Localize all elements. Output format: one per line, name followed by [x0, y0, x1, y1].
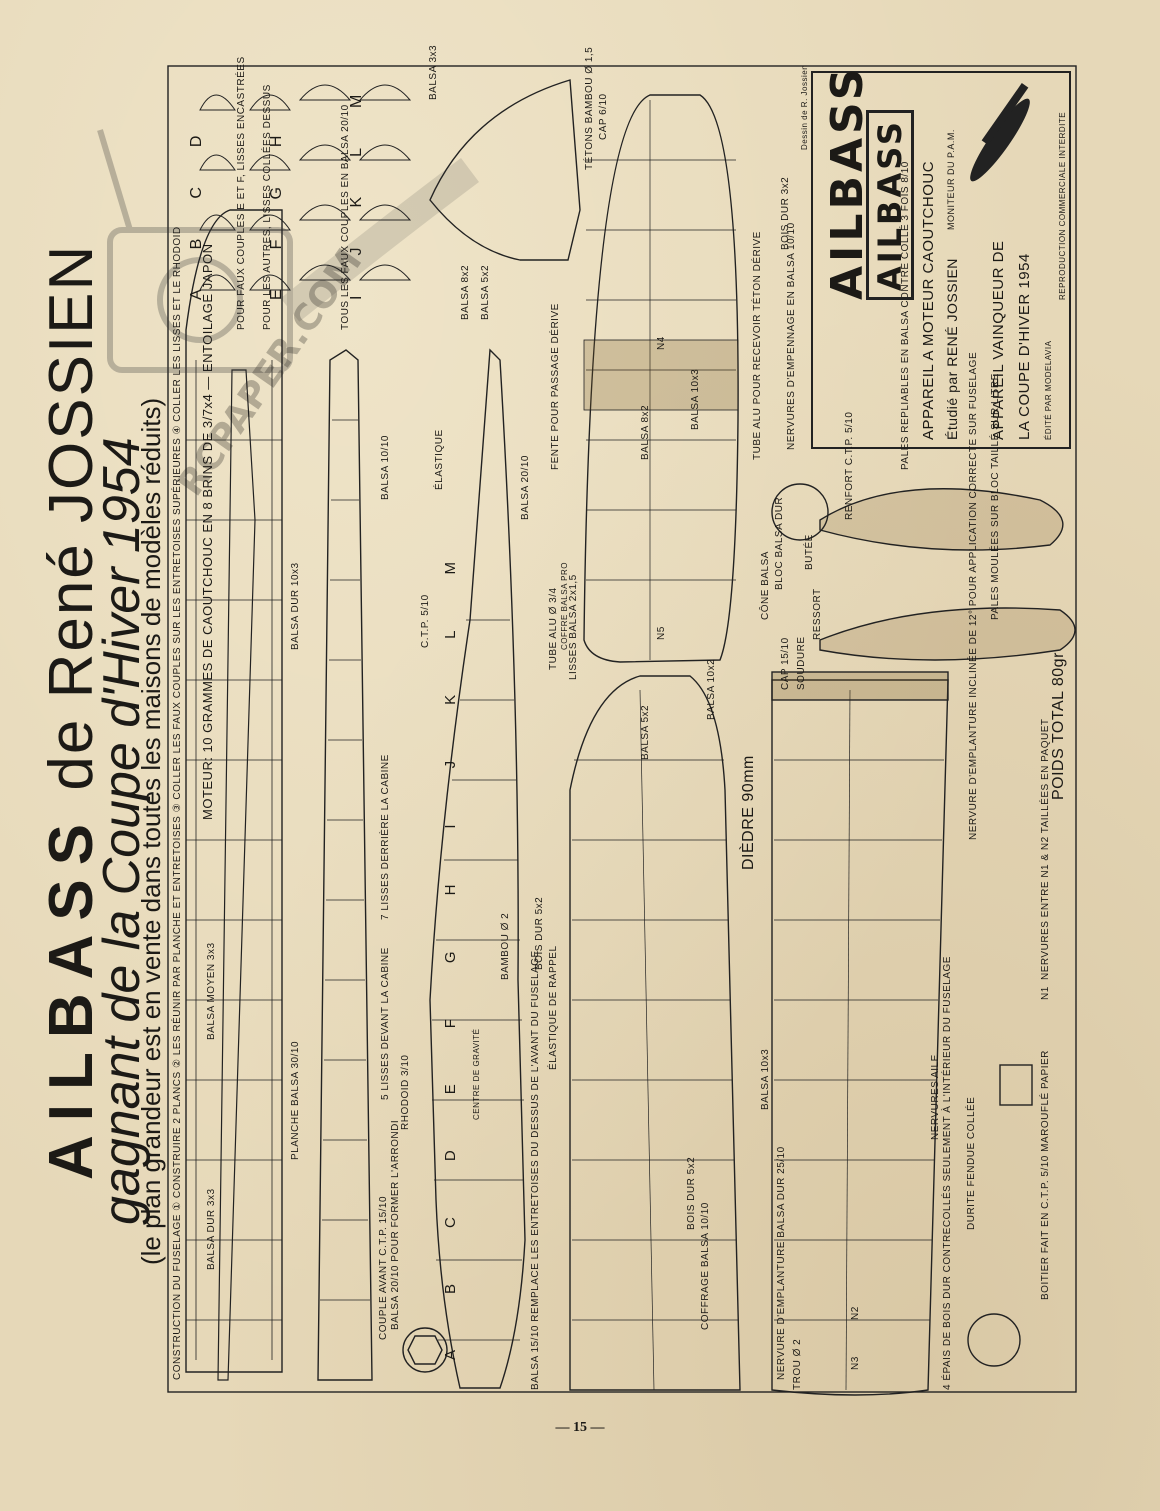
formers-group: [199, 84, 412, 291]
label-balsa-15-10: BALSA 15/10 REMPLACE LES ENTRETOISES DU …: [530, 950, 541, 1390]
label-n3: N3: [850, 1356, 861, 1370]
label-n4: N4: [656, 336, 667, 350]
label-balsa-10x2: BALSA 10x2: [706, 658, 717, 720]
fuselage-side-2: [317, 349, 373, 1381]
label-lisses-balsa: LISSES BALSA 2x1,5: [568, 574, 579, 680]
title-box-line4: LA COUPE D'HIVER 1954: [1016, 253, 1033, 440]
label-poids: POIDS TOTAL 80gr: [1050, 652, 1067, 800]
label-coffre-balsa: COFFRE BALSA PRO: [560, 561, 569, 650]
title-box-line2: Étudié par RENÉ JOSSIEN: [944, 258, 960, 440]
title-box-edition: ÉDITÉ PAR MODELAVIA: [1044, 340, 1053, 440]
label-lisses-devant: 5 LISSES DEVANT LA CABINE: [380, 947, 391, 1100]
label-balsa-8x2-stab: BALSA 8x2: [640, 404, 651, 460]
label-elastique-rappel: ÉLASTIQUE DE RAPPEL: [548, 945, 559, 1070]
title-box-line1: APPAREIL A MOTEUR CAOUTCHOUC: [920, 160, 937, 440]
label-nervures-emp: NERVURES D'EMPENNAGE EN BALSA 10/10: [786, 222, 797, 450]
label-nervure-emp: NERVURE D'EMPLANTURE BALSA DUR 25/10: [776, 1146, 787, 1380]
propeller-blade-bottom: [819, 607, 1076, 661]
fuselage-top-view: [185, 209, 283, 1373]
wing-right-panel: [771, 679, 949, 1396]
label-centre-gravite: CENTRE DE GRAVITÉ: [472, 1028, 481, 1120]
label-balsa-3x3: BALSA 3x3: [428, 44, 439, 100]
nose-former: [402, 1327, 448, 1373]
label-balsa-moyen: BALSA MOYEN 3x3: [206, 942, 217, 1040]
rudder: [429, 79, 581, 261]
label-coffrage: COFFRAGE BALSA 10/10: [700, 1202, 711, 1330]
fuselage-stations: ABCDEFGHIJKLM: [442, 506, 459, 1360]
label-cone: CÔNE BALSA: [760, 551, 771, 620]
drawing-frame: [167, 65, 1077, 1393]
page-number: — 15 —: [555, 1420, 605, 1435]
propeller-hub: [771, 483, 829, 541]
label-ressort: RESSORT: [812, 588, 823, 640]
label-bois-dur-3x2: BOIS DUR 3x2: [780, 176, 791, 250]
label-boitier: BOITIER FAIT EN C.T.P. 5/10 MAROUFLÉ PAP…: [1040, 1050, 1051, 1300]
title-box-reproduction: REPRODUCTION COMMERCIALE INTERDITE: [1058, 111, 1067, 300]
label-lisses-derriere: 7 LISSES DERRIÈRE LA CABINE: [380, 754, 391, 920]
label-nervure-inclinee: NERVURE D'EMPLANTURE INCLINÉE DE 12° POU…: [968, 351, 979, 840]
label-diedre: DIÈDRE 90mm: [740, 755, 757, 870]
winder-box: [999, 1064, 1033, 1106]
wing-left-panel: [569, 675, 741, 1391]
label-ctp-5-10: C.T.P. 5/10: [420, 594, 431, 648]
label-renfort: RENFORT C.T.P. 5/10: [844, 411, 855, 520]
label-bambou: BAMBOU Ø 2: [500, 912, 511, 980]
label-balsa-10-10: BALSA 10/10: [380, 435, 391, 500]
label-tube-alu: TUBE ALU Ø 3/4: [548, 587, 559, 670]
propeller-blade-top: [819, 488, 1064, 551]
label-n1: N1: [1040, 986, 1051, 1000]
title-box-line3: APPAREIL VAINQUEUR DE: [990, 240, 1007, 440]
fuselage-side-1: [217, 369, 256, 1381]
label-planche: PLANCHE BALSA 30/10: [290, 1040, 301, 1160]
label-balsa-10x3b: BALSA 10x3: [690, 368, 701, 430]
label-cap: CAP 6/10: [598, 93, 609, 140]
label-n5: N5: [656, 626, 667, 640]
label-balsa-dur-10x3: BALSA DUR 10x3: [290, 562, 301, 650]
label-trou: TROU Ø 2: [792, 1338, 803, 1390]
fuselage-side-main: [429, 348, 526, 1389]
title-box-logo-outline: AILBASS: [866, 110, 914, 300]
label-rhodoid: RHODOID 3/10: [400, 1054, 411, 1130]
stabilizer: [583, 94, 739, 663]
label-dessin: Dessin de R. Jossien: [800, 64, 809, 150]
label-bloc: BLOC BALSA DUR: [774, 496, 785, 590]
label-bois-dur-5x2: BOIS DUR 5x2: [686, 1156, 697, 1230]
label-epais: 4 ÉPAIS DE BOIS DUR CONTRECOLLÉS SEULEME…: [942, 956, 953, 1390]
label-n2: N2: [850, 1306, 861, 1320]
label-butee: BUTÉE: [804, 534, 815, 570]
label-balsa-20-10b: BALSA 20/10: [520, 455, 531, 520]
label-tetons: TÉTONS BAMBOU Ø 1,5: [584, 46, 595, 170]
title-box-line2b: MONITEUR DU P.A.M.: [946, 129, 956, 230]
label-soudure: SOUDURE: [796, 636, 807, 690]
label-balsa-dur-3x3: BALSA DUR 3x3: [206, 1188, 217, 1270]
airplane-silhouette: [970, 83, 1030, 182]
label-nervures-aile: NERVURES AILE: [930, 1054, 941, 1140]
label-fente: FENTE POUR PASSAGE DÉRIVE: [550, 303, 561, 470]
label-couple-avant: COUPLE AVANT C.T.P. 15/10: [378, 1195, 389, 1340]
label-cap-15: CAP 15/10: [780, 637, 791, 690]
label-balsa-10x3: BALSA 10x3: [760, 1048, 771, 1110]
label-durite: DURITE FENDUE COLLÉE: [966, 1096, 977, 1230]
label-balsa-5x2-wing: BALSA 5x2: [640, 704, 651, 760]
watermark-logo: [97, 129, 480, 373]
label-balsa-20-10: BALSA 20/10 POUR FORMER L'ARRONDI: [390, 1119, 401, 1330]
label-tube-derive: TUBE ALU POUR RECEVOIR TÉTON DÉRIVE: [752, 231, 763, 460]
